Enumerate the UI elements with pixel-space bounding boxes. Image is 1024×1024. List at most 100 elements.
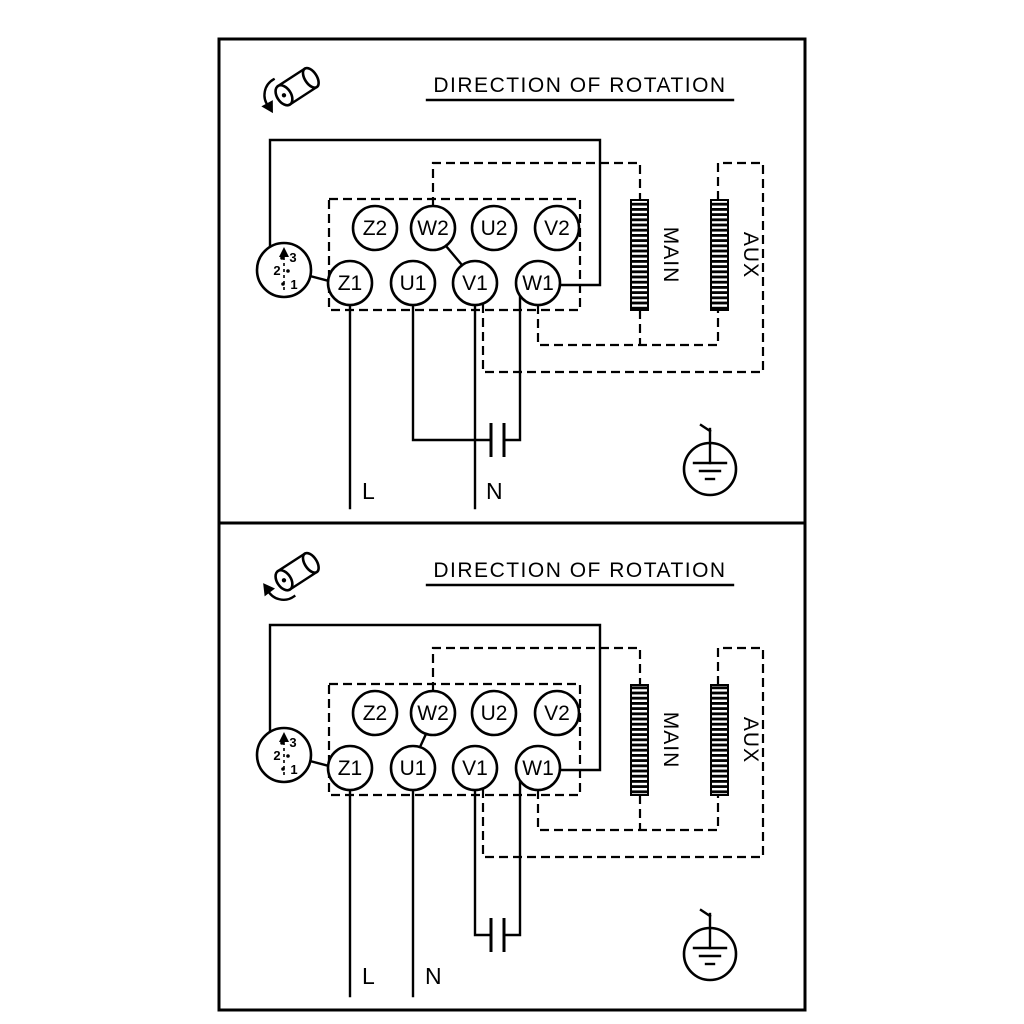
shaft-center-dot [281,93,287,98]
shaft-body [276,551,319,592]
aux-winding-coil [710,684,729,796]
capacitor [489,918,506,952]
terminal-w1: W1 [514,744,562,792]
dashed-wire-w2-to-main [431,161,642,206]
dashed-wire-common-bottom [536,790,720,832]
main-winding-coil [630,684,649,796]
rotation-direction-icon [261,66,320,114]
shaft-end [301,66,320,89]
wire-v1-to-capacitor [473,788,493,937]
terminal-circle [326,259,374,307]
terminal-v1: V1 [451,259,499,307]
aux-winding-label: AUX [739,717,762,763]
wire-switch-to-w1 [268,623,602,772]
terminal-circle [470,689,518,737]
earth-ground-icon [682,908,738,982]
terminal-label: Z2 [363,217,388,240]
switch-dot [281,767,285,771]
panel-1-title: DIRECTION OF ROTATION [433,74,726,97]
ground-stem-tick [699,908,712,918]
switch-arrowhead [279,247,289,257]
switch-dot [280,741,284,745]
terminal-z1: Z1 [326,259,374,307]
terminal-circle [409,204,457,252]
terminal-circle [514,744,562,792]
wire-u1-to-capacitor [411,303,493,442]
switch-dot [280,256,284,260]
terminal-circle [351,689,399,737]
switch-position-2: 2 [273,263,280,278]
dashed-wire-common-bottom [536,305,720,347]
terminal-circle [470,204,518,252]
terminal-u2: U2 [470,689,518,737]
switch-dot [281,282,285,286]
panel-2-title: DIRECTION OF ROTATION [433,559,726,582]
switch-position-1: 1 [290,277,297,292]
terminal-z2: Z2 [351,689,399,737]
terminal-z1: Z1 [326,744,374,792]
switch-position-3: 3 [289,735,296,750]
dashed-wire-aux-loop [481,646,765,859]
terminal-v1: V1 [451,744,499,792]
terminal-label: V2 [544,702,570,725]
aux-winding-coil [710,199,729,311]
terminal-label: U2 [481,217,508,240]
neutral-label: N [425,963,442,989]
shaft-end [301,551,320,574]
rotation-arrowhead [263,583,275,597]
wire-capacitor-to-w1 [502,294,522,442]
shaft-center-dot [281,578,287,583]
main-winding-label: MAIN [659,712,682,769]
line-label: L [362,963,375,989]
switch-dot [286,269,290,273]
switch-position-2: 2 [273,748,280,763]
switch-position-1: 1 [290,762,297,777]
wire-link-w2-u1 [418,732,428,749]
terminal-label: Z1 [338,272,363,295]
terminal-circle [533,204,581,252]
terminal-v2: V2 [533,689,581,737]
terminal-label: W2 [417,217,449,240]
terminal-label: V1 [462,757,488,780]
earth-ground-icon [682,423,738,497]
main-winding-label: MAIN [659,227,682,284]
panel-1: DIRECTION OF ROTATION MAI [217,37,807,525]
terminal-label: Z2 [363,702,388,725]
terminal-circle [326,744,374,792]
terminal-w2: W2 [409,204,457,252]
terminal-label: W1 [522,272,554,295]
terminal-label: Z1 [338,757,363,780]
terminal-circle [389,259,437,307]
ground-stem-tick [699,423,712,433]
dashed-wire-aux-loop [481,161,765,374]
terminal-circle [409,689,457,737]
terminal-circle [533,689,581,737]
terminal-z2: Z2 [351,204,399,252]
shaft-body [276,66,319,107]
terminal-u1: U1 [389,744,437,792]
neutral-label: N [486,478,503,504]
selector-switch-icon: 3 2 1 [255,241,313,299]
terminal-circle [514,259,562,307]
wire-link-w2-v1 [444,244,464,267]
selector-switch-icon: 3 2 1 [255,726,313,784]
terminal-circle [389,744,437,792]
switch-position-3: 3 [289,250,296,265]
aux-winding-label: AUX [739,232,762,278]
terminal-u1: U1 [389,259,437,307]
terminal-v2: V2 [533,204,581,252]
switch-dot [286,754,290,758]
wire-switch-to-w1 [268,138,602,287]
panel-2-border [217,521,807,1012]
terminal-label: W1 [522,757,554,780]
rotation-direction-icon [263,551,320,601]
terminal-circle [451,259,499,307]
rotation-arrowhead [261,100,273,114]
terminal-label: U1 [400,757,427,780]
terminal-label: V2 [544,217,570,240]
panel-2: DIRECTION OF ROTATION MAI [217,521,807,1012]
terminal-label: V1 [462,272,488,295]
terminal-circle [351,204,399,252]
terminal-label: U1 [400,272,427,295]
